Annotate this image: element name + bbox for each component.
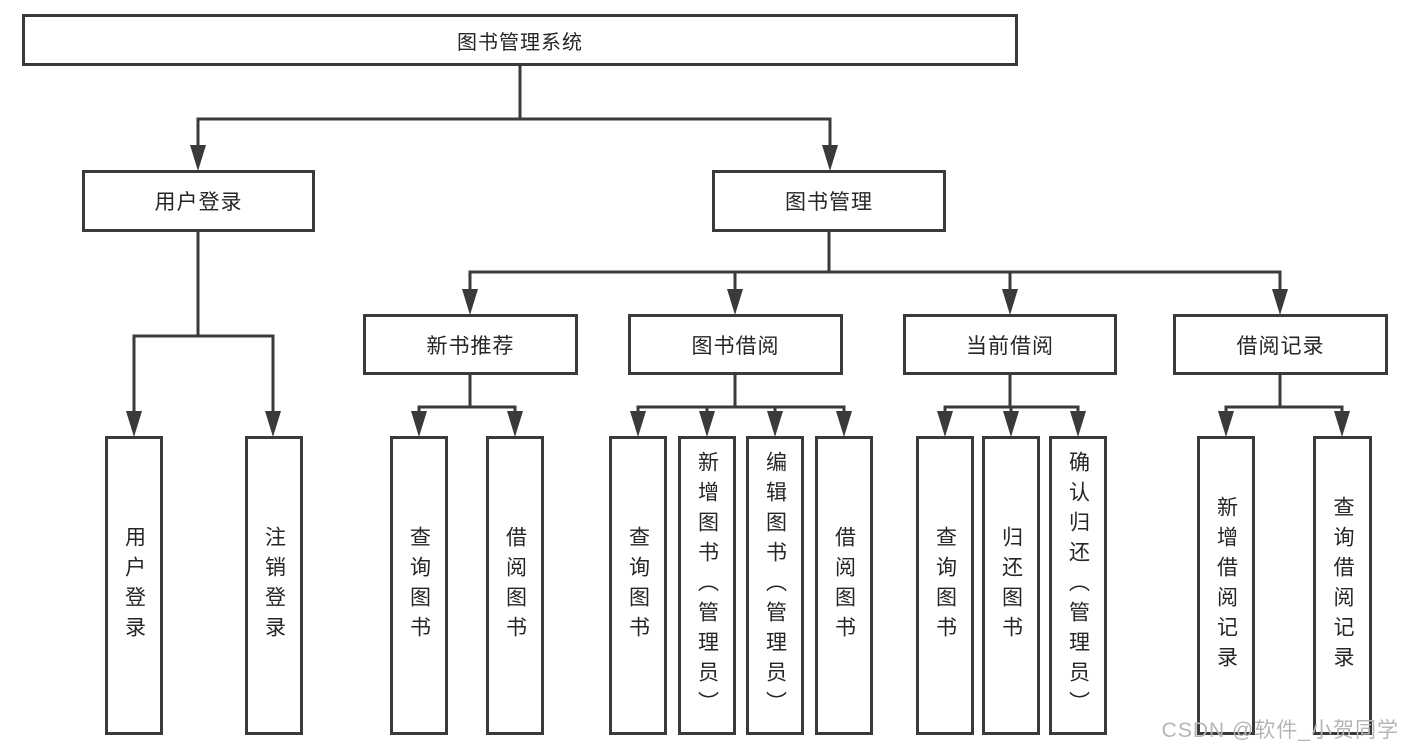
node-library-management-system: 图书管理系统 xyxy=(22,14,1018,66)
leaf-edit-books-admin: 编辑图书（管理员） xyxy=(746,436,804,735)
leaf-borrow-books: 借阅图书 xyxy=(815,436,873,735)
leaf-query-books-borrowing: 查询图书 xyxy=(609,436,667,735)
csdn-watermark: CSDN @软件_小贺同学 xyxy=(1161,719,1399,742)
node-current-borrowing: 当前借阅 xyxy=(903,314,1117,375)
leaf-query-borrow-record: 查询借阅记录 xyxy=(1313,436,1372,735)
arrowheads xyxy=(126,145,1350,437)
leaf-borrow-books-recommend: 借阅图书 xyxy=(486,436,544,735)
leaf-query-books-recommend: 查询图书 xyxy=(390,436,448,735)
leaf-add-borrow-record: 新增借阅记录 xyxy=(1197,436,1255,735)
leaf-user-login: 用户登录 xyxy=(105,436,163,735)
node-book-borrowing: 图书借阅 xyxy=(628,314,843,375)
leaf-confirm-return-admin: 确认归还（管理员） xyxy=(1049,436,1107,735)
leaf-return-books: 归还图书 xyxy=(982,436,1040,735)
node-borrowing-records: 借阅记录 xyxy=(1173,314,1388,375)
node-new-book-recommendation: 新书推荐 xyxy=(363,314,578,375)
node-book-management: 图书管理 xyxy=(712,170,946,232)
leaf-add-books-admin: 新增图书（管理员） xyxy=(678,436,736,735)
leaf-logout: 注销登录 xyxy=(245,436,303,735)
node-user-login: 用户登录 xyxy=(82,170,315,232)
leaf-query-books-current: 查询图书 xyxy=(916,436,974,735)
